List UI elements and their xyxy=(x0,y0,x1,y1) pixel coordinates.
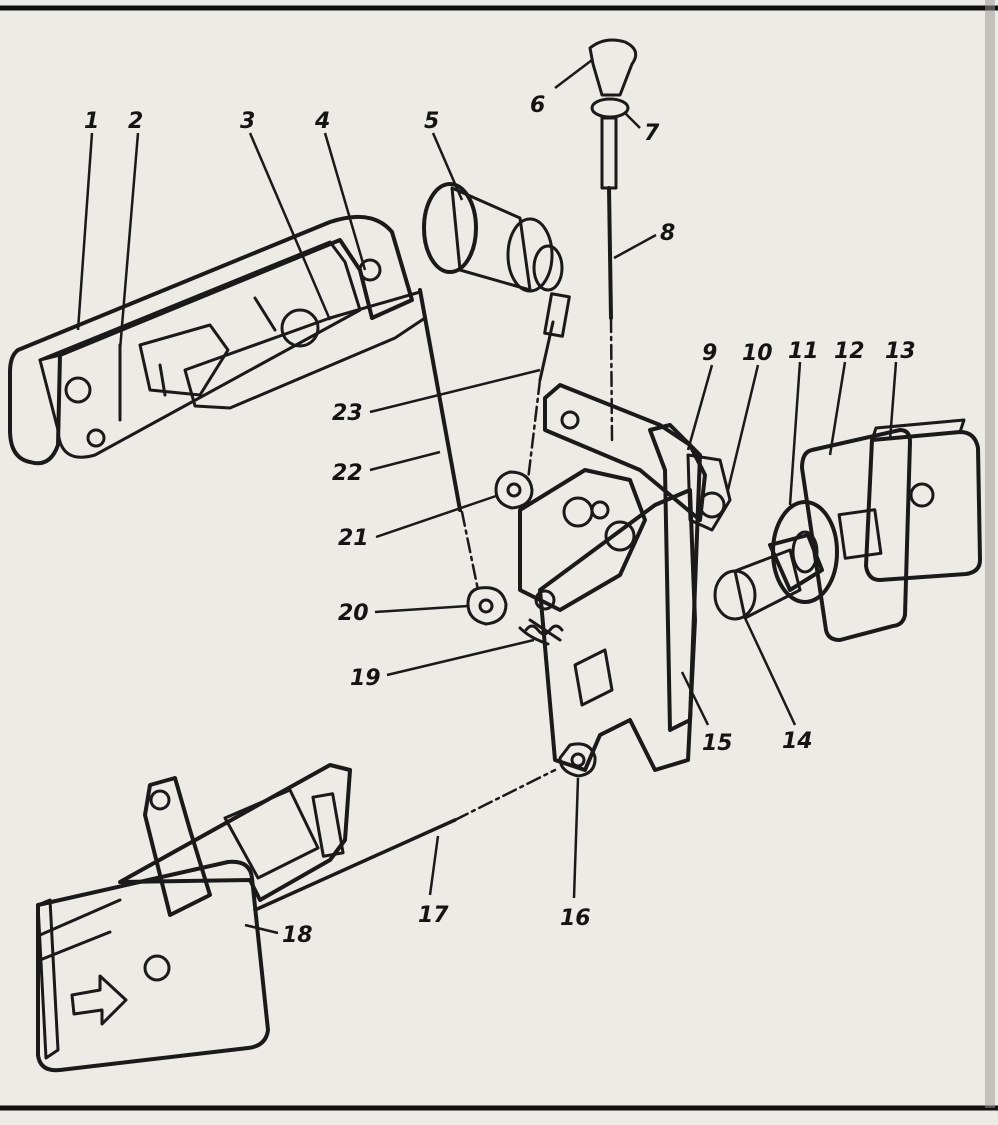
callout-10: 10 xyxy=(742,341,773,366)
lock-cylinder xyxy=(422,182,571,338)
callout-3: 3 xyxy=(240,109,255,134)
callout-15: 15 xyxy=(702,731,733,756)
callout-16: 16 xyxy=(560,906,591,931)
callout-23: 23 xyxy=(332,401,363,426)
lock-bolt xyxy=(713,500,839,621)
callout-labels: 1 2 3 4 5 6 7 8 9 10 11 12 13 14 15 16 1… xyxy=(84,93,916,948)
connecting-rods xyxy=(418,288,555,592)
inner-handle xyxy=(36,763,352,1073)
callout-11: 11 xyxy=(788,339,819,364)
outer-handle xyxy=(8,214,427,466)
callout-4: 4 xyxy=(314,109,330,134)
leader-lines xyxy=(76,59,898,935)
callout-6: 6 xyxy=(530,93,545,118)
striker-block xyxy=(864,418,982,582)
callout-14: 14 xyxy=(782,729,813,754)
callout-5: 5 xyxy=(424,109,439,134)
callout-13: 13 xyxy=(885,339,916,364)
callout-1: 1 xyxy=(84,109,99,134)
callout-2: 2 xyxy=(128,109,143,134)
callout-21: 21 xyxy=(338,526,369,551)
callout-18: 18 xyxy=(282,923,313,948)
callout-12: 12 xyxy=(834,339,865,364)
callout-22: 22 xyxy=(332,461,363,486)
callout-17: 17 xyxy=(418,903,449,928)
callout-20: 20 xyxy=(338,601,369,626)
inner-rod xyxy=(253,768,557,912)
gasket-plate xyxy=(800,428,912,642)
lock-body xyxy=(466,383,732,778)
callout-8: 8 xyxy=(660,221,675,246)
callout-19: 19 xyxy=(350,666,381,691)
lock-button xyxy=(588,38,638,442)
callout-7: 7 xyxy=(644,121,660,146)
callout-9: 9 xyxy=(702,341,717,366)
